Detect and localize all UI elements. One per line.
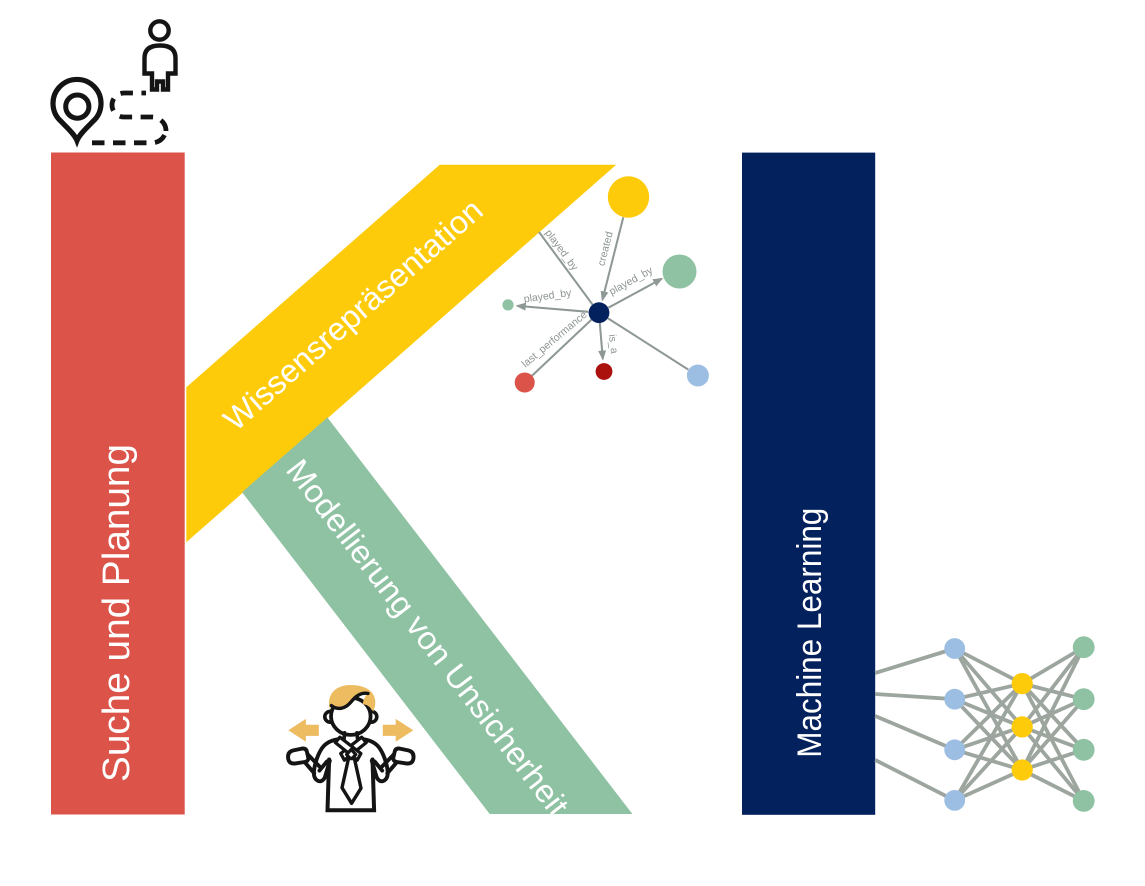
svg-text:played_by: played_by: [607, 264, 655, 298]
svg-text:Suche und Planung: Suche und Planung: [96, 444, 138, 782]
svg-text:played_by: played_by: [523, 287, 573, 306]
svg-text:Machine Learning: Machine Learning: [791, 508, 829, 758]
svg-text:played_by: played_by: [542, 227, 581, 273]
svg-text:last_performance: last_performance: [520, 309, 590, 370]
svg-text:is_a: is_a: [606, 334, 620, 355]
svg-text:Wissensrepräsentation: Wissensrepräsentation: [216, 192, 489, 438]
